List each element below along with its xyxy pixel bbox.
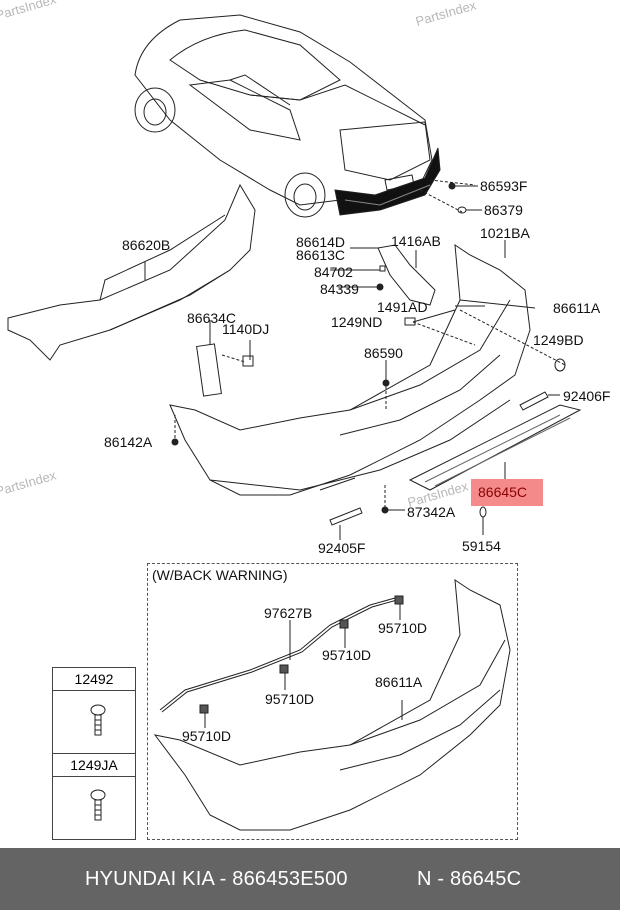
part-label-86142A[interactable]: 86142A [104,434,153,450]
part-label-92405F[interactable]: 92405F [318,540,366,556]
screw-icons [90,704,106,821]
part-label-1249BD[interactable]: 1249BD [533,332,584,348]
screw-icon [53,691,135,754]
part-label-95710D[interactable]: 95710D [265,691,315,707]
part-label-1249ND[interactable]: 1249ND [331,314,383,330]
part-label-86590[interactable]: 86590 [364,345,403,361]
footer-reference: N - 86645C [417,868,522,890]
bumper-highlight-shape [334,147,441,216]
part-label-86613C[interactable]: 86613C [296,247,346,263]
inset-title: (W/BACK WARNING) [152,567,288,583]
fastener-code[interactable]: 1249JA [53,754,135,777]
part-label-84702[interactable]: 84702 [314,264,353,280]
part-label-86620B[interactable]: 86620B [122,237,171,253]
part-label-86614D[interactable]: 86614D [296,234,346,250]
vehicle-illustration [134,14,433,218]
part-label-92406F[interactable]: 92406F [563,388,611,404]
diagram-drawing [7,14,582,831]
fastener-box: 12492 1249JA [52,667,136,840]
energy-absorber-shape [7,183,256,361]
highlighted-part-label[interactable]: 86645C [471,479,543,506]
footer-brand-part-number: HYUNDAI KIA - 866453E500 [85,868,348,890]
part-label-95710D[interactable]: 95710D [182,728,232,744]
rear-bumper-shape [169,244,531,496]
part-label-86379[interactable]: 86379 [484,202,523,218]
part-label-97627B[interactable]: 97627B [264,605,313,621]
part-label-86593F[interactable]: 86593F [480,178,528,194]
part-label-86611A[interactable]: 86611A [553,300,601,316]
part-label-1491AD[interactable]: 1491AD [377,299,428,315]
fastener-code[interactable]: 12492 [53,668,135,691]
screw-icon [53,777,135,839]
part-label-95710D[interactable]: 95710D [322,647,372,663]
part-label-87342A[interactable]: 87342A [407,504,456,520]
part-label-59154[interactable]: 59154 [462,538,501,554]
part-label-1416AB[interactable]: 1416AB [391,233,441,249]
part-label-1140DJ[interactable]: 1140DJ [222,321,270,337]
parts-diagram: PartsIndex PartsIndex PartsIndex 86645C … [0,0,611,840]
back-warning-inset [147,563,518,840]
part-label-84339[interactable]: 84339 [320,281,359,297]
part-label-1021BA[interactable]: 1021BA [480,225,530,241]
part-label-95710D[interactable]: 95710D [378,620,428,636]
inset-drawing [153,579,511,831]
part-label-86611A[interactable]: 86611A [375,674,423,690]
part-label-86634C[interactable]: 86634C [187,310,237,326]
footer-bar: HYUNDAI KIA - 866453E500 N - 86645C [0,848,620,910]
